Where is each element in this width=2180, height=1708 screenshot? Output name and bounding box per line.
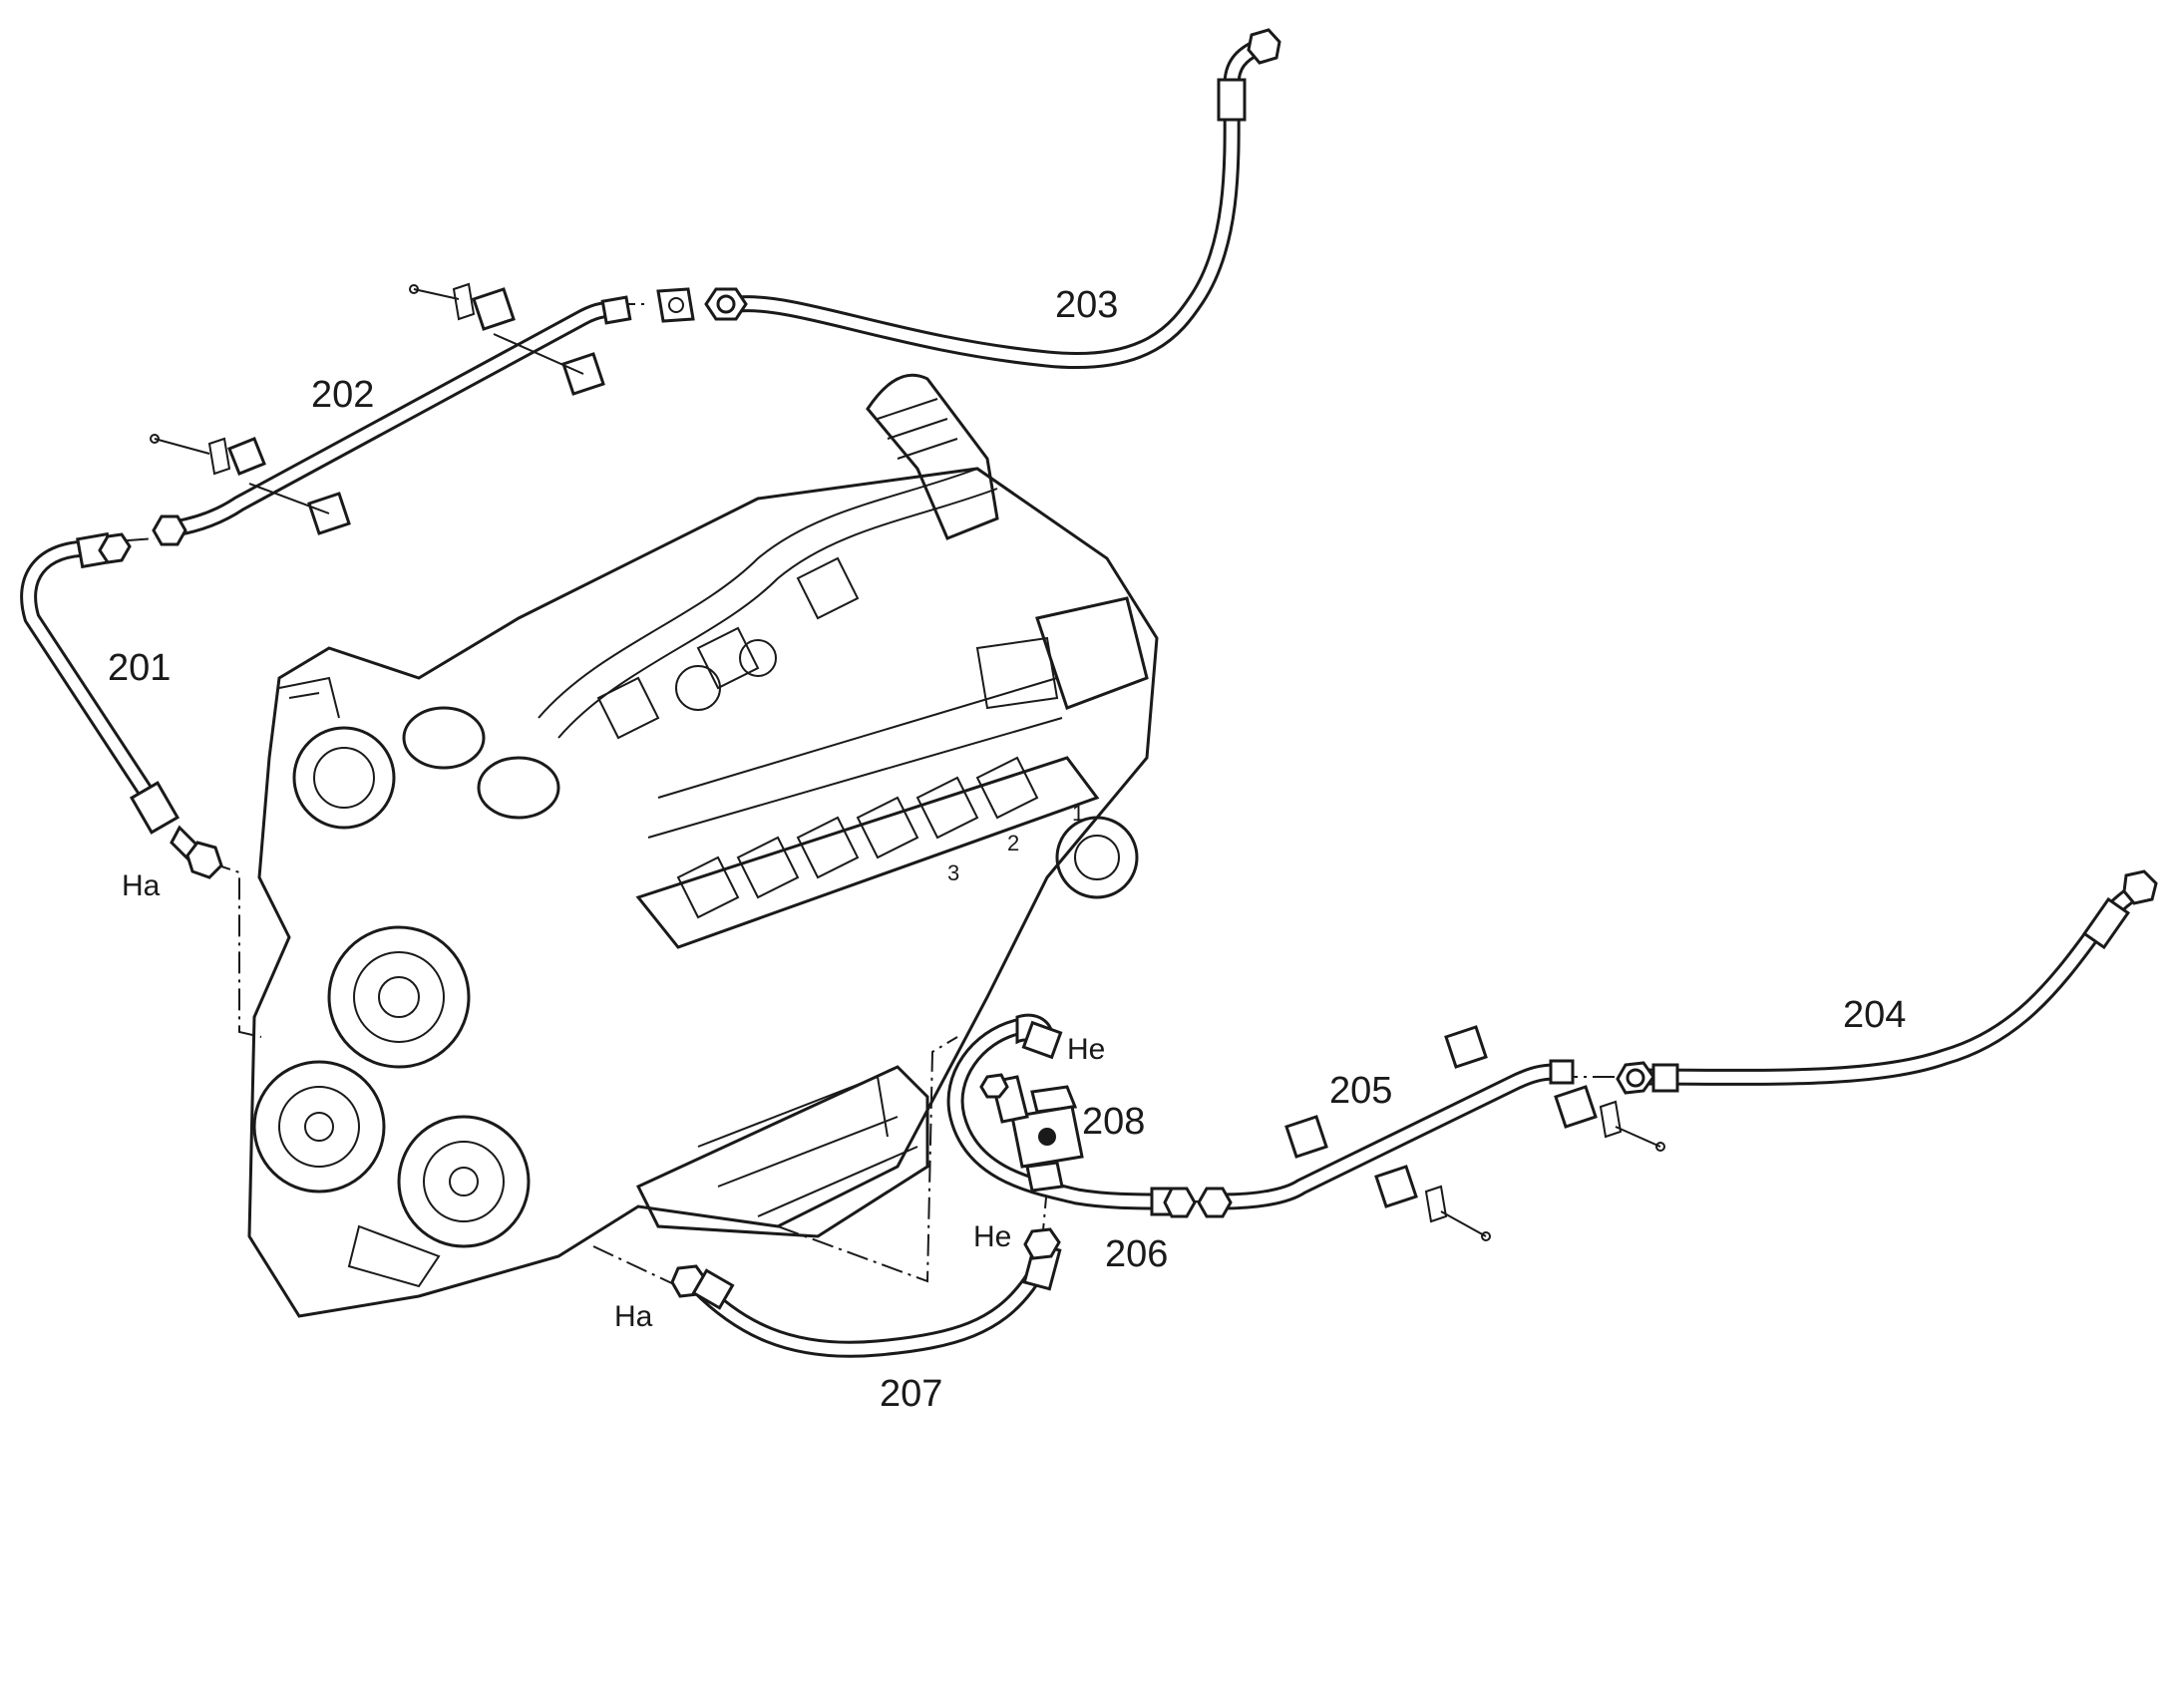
engine-outline: [247, 467, 1159, 1318]
cable-run-a: [538, 468, 978, 719]
callout-205: 205: [1329, 1070, 1392, 1112]
connection-labels: Ha Ha He He: [122, 869, 1105, 1333]
filter-cap-b: [739, 639, 777, 677]
callout-207: 207: [880, 1373, 942, 1415]
connection-ha-bottom: Ha: [614, 1300, 653, 1333]
cylinder-mark-2: 2: [1007, 831, 1019, 855]
cylinder-mark-3: 3: [947, 860, 959, 885]
callout-201: 201: [108, 647, 171, 689]
valve-cover-row: [635, 677, 1100, 949]
sensor-blocks: [596, 556, 860, 740]
leader-he-loop: [777, 1036, 958, 1283]
cylinder-mark-1: 1: [1072, 801, 1084, 826]
hose-203: [656, 28, 1281, 369]
hose-201: [20, 531, 223, 879]
fitting-208: [979, 1073, 1084, 1193]
connection-ha-top: Ha: [122, 869, 161, 902]
turbocharger-right: [975, 596, 1149, 899]
filter-cap-a: [675, 665, 721, 711]
intake-ribs: [877, 398, 958, 460]
callout-203: 203: [1055, 284, 1118, 326]
gear-housing: [252, 925, 531, 1288]
callout-204: 204: [1843, 994, 1906, 1036]
leader-ha-top: [208, 861, 262, 1038]
turbocharger-left: [278, 676, 560, 830]
hose-205: [1197, 1025, 1665, 1241]
callout-labels: 201 202 203 204 205 206 207 208: [108, 284, 1906, 1415]
oil-pan: [635, 1065, 929, 1238]
hose-202: [150, 282, 632, 546]
hose-207: [670, 1227, 1062, 1358]
connection-he-top: He: [1067, 1033, 1105, 1066]
connection-he-bottom: He: [973, 1220, 1011, 1253]
hose-206: [946, 1013, 1197, 1218]
callout-206: 206: [1105, 1233, 1168, 1275]
cable-run-b: [557, 488, 998, 739]
callout-202: 202: [311, 374, 374, 416]
callout-208: 208: [1082, 1101, 1145, 1143]
intake-elbow: [866, 373, 999, 540]
leader-ha-bottom: [592, 1245, 679, 1287]
hose-204: [1616, 869, 2158, 1095]
engine-assembly: 1 2 3: [247, 373, 1159, 1318]
